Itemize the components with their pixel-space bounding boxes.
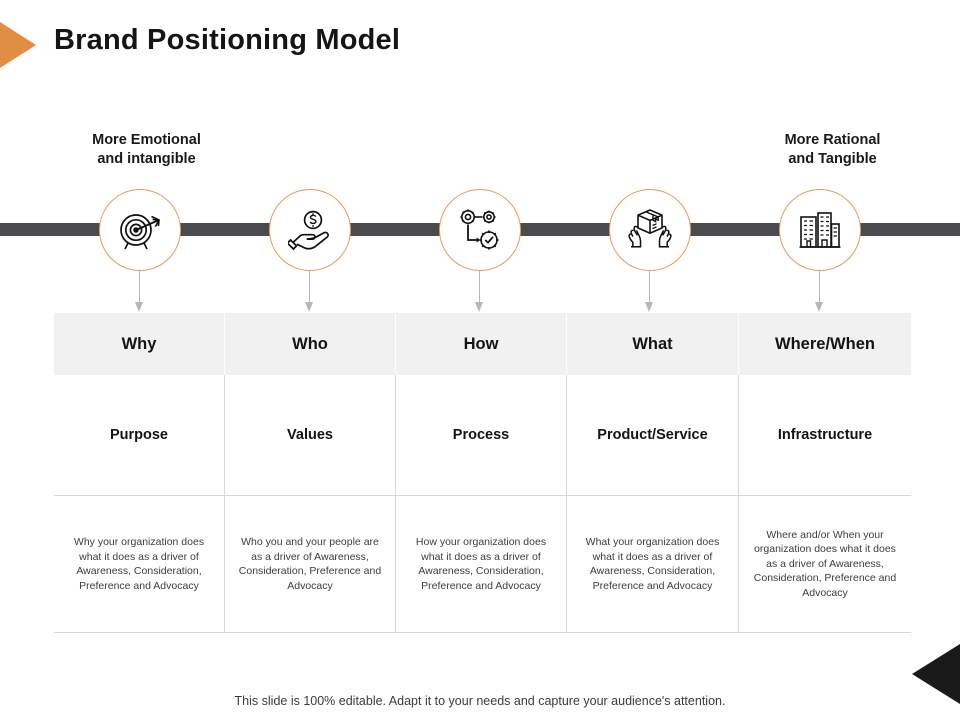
connector-arrow-where-when (813, 271, 826, 315)
description-cell-why: Why your organization does what it does … (54, 496, 225, 632)
connector-arrow-why (133, 271, 146, 315)
description-cell-where-when: Where and/or When your organization does… (753, 528, 897, 599)
title-accent-arrow-icon (0, 22, 36, 68)
target-bullseye-icon (117, 210, 163, 250)
axis-label-rational: More Rational and Tangible (784, 132, 881, 167)
corner-accent-arrow-icon (912, 644, 960, 704)
node-circle-why[interactable] (99, 189, 181, 271)
office-buildings-icon (798, 210, 842, 250)
connector-arrow-what (643, 271, 656, 315)
header-cell-why: Why (54, 313, 225, 375)
node-circle-how[interactable] (439, 189, 521, 271)
footer-note: This slide is 100% editable. Adapt it to… (234, 694, 726, 708)
label-cell-purpose: Purpose (54, 375, 225, 495)
table-description-row: Why your organization does what it does … (54, 496, 911, 633)
table-header-row: Why Who How What Where/When (54, 313, 911, 375)
node-circle-who[interactable] (269, 189, 351, 271)
label-cell-process: Process (396, 375, 567, 495)
description-cell-who: Who you and your people are as a driver … (225, 496, 396, 632)
label-cell-product-service: Product/Service (567, 375, 739, 495)
table-label-row: Purpose Values Process Product/Service I… (54, 375, 911, 496)
connector-arrow-how (473, 271, 486, 315)
node-circle-where-when[interactable] (779, 189, 861, 271)
label-cell-values: Values (225, 375, 396, 495)
header-cell-where-when: Where/When (775, 334, 875, 353)
positioning-table: Why Who How What Where/When Purpose Valu… (54, 313, 911, 633)
header-cell-how: How (396, 313, 567, 375)
page-title: Brand Positioning Model (54, 24, 401, 56)
description-cell-what: What your organization does what it does… (567, 496, 739, 632)
label-cell-infrastructure: Infrastructure (777, 427, 873, 443)
hand-holding-dollar-coin-icon (288, 209, 332, 251)
node-circle-what[interactable] (609, 189, 691, 271)
connector-arrow-who (303, 271, 316, 315)
header-cell-who: Who (225, 313, 396, 375)
description-cell-how: How your organization does what it does … (396, 496, 567, 632)
hands-holding-box-icon (627, 208, 673, 252)
gears-process-flow-icon (458, 208, 502, 252)
header-cell-what: What (567, 313, 739, 375)
axis-label-emotional: More Emotional and intangible (92, 132, 201, 167)
